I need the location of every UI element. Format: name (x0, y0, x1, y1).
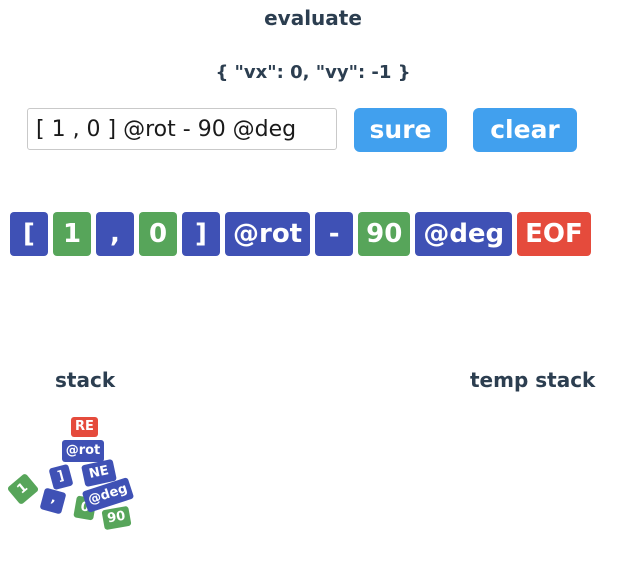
token: @deg (415, 212, 513, 256)
token: @rot (225, 212, 311, 256)
token: - (315, 212, 354, 256)
stack-pile: RE @rot ] NE 1 , 0 @deg 90 (0, 400, 200, 550)
clear-button[interactable]: clear (473, 108, 577, 152)
stack-chip: RE (71, 417, 98, 437)
token: [ (10, 212, 48, 256)
stack-chip: ] (48, 463, 74, 491)
stack-chip: 1 (6, 472, 40, 506)
stack-chip: 90 (101, 505, 132, 531)
stack-label: stack (55, 368, 116, 392)
token-list: [ 1 , 0 ] @rot - 90 @deg EOF (10, 212, 591, 256)
token: 1 (53, 212, 91, 256)
stack-chip: @rot (62, 440, 104, 462)
temp-stack-label: temp stack (470, 368, 596, 392)
evaluation-result: { "vx": 0, "vy": -1 } (215, 62, 411, 83)
page-title: evaluate (264, 6, 362, 30)
token: 0 (139, 212, 177, 256)
token: EOF (517, 212, 591, 256)
expression-input[interactable] (27, 108, 337, 150)
token: ] (182, 212, 220, 256)
sure-button[interactable]: sure (354, 108, 447, 152)
token: , (96, 212, 134, 256)
stack-chip: , (39, 487, 67, 515)
token: 90 (358, 212, 411, 256)
